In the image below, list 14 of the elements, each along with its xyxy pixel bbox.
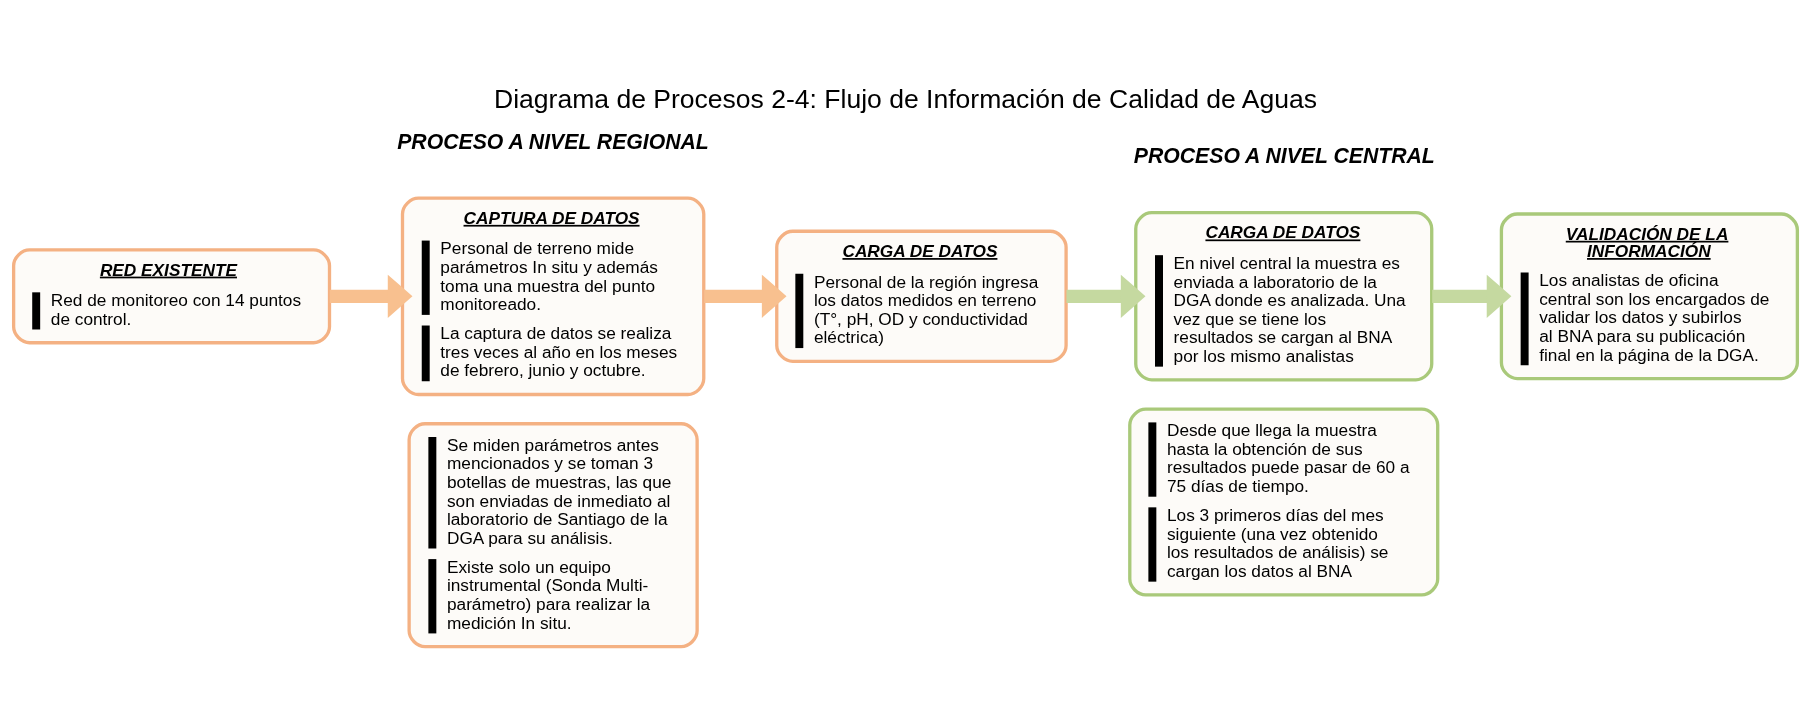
label: PROCESO A NIVEL CENTRAL xyxy=(1133,144,1435,168)
node-box: CARGA DE DATOS Personal de la región ingresa los datos medidos en terreno (T°, pH, OD y conductividad eléctrica) xyxy=(775,229,1068,363)
node-box: CAPTURA DE DATOS Personal de terreno mide parámetros In situ y además toma una muestra del punto monitoreado. La captura de datos se realiza tres veces al año en los meses de febrero, junio y octubre. xyxy=(400,196,706,397)
label: PROCESO A NIVEL REGIONAL xyxy=(397,129,709,153)
arrow xyxy=(1066,274,1146,318)
arrow xyxy=(704,274,787,318)
arrow xyxy=(1432,274,1512,318)
arrow xyxy=(329,274,413,318)
node-box: Se miden parámetros antes mencionados y se toman 3 botellas de muestras, las que son enviadas de inmediato al laboratorio de Santiago de la DGA para su análisis. Existe solo un equipo instrumental (Sonda Multi-parámetro) para realizar la medición In situ. xyxy=(407,422,699,649)
node-box: CARGA DE DATOS En nivel central la muestra es enviada a laboratorio de la DGA donde es analizada. Una vez que se tiene los resultados se cargan al BNA por los mismo analistas xyxy=(1134,211,1434,382)
node-box: RED EXISTENTE Red de monitoreo con 14 puntos de control. xyxy=(11,248,332,345)
node-box: Desde que llega la muestra hasta la obtención de sus resultados puede pasar de 60 a 75 días de tiempo. Los 3 primeros días del mes siguiente (una vez obtenido los resultados de análisis) se cargan los datos al BNA xyxy=(1128,407,1440,597)
node-box: VALIDACIÓN DE LA INFORMACIÓN Los analistas de oficina central son los encargados de validar los datos y subirlos al BNA para su publicación final en la página de la DGA. xyxy=(1499,212,1800,381)
diagram-title: Diagrama de Procesos 2-4: Flujo de Información de Calidad de Aguas xyxy=(494,83,1317,114)
